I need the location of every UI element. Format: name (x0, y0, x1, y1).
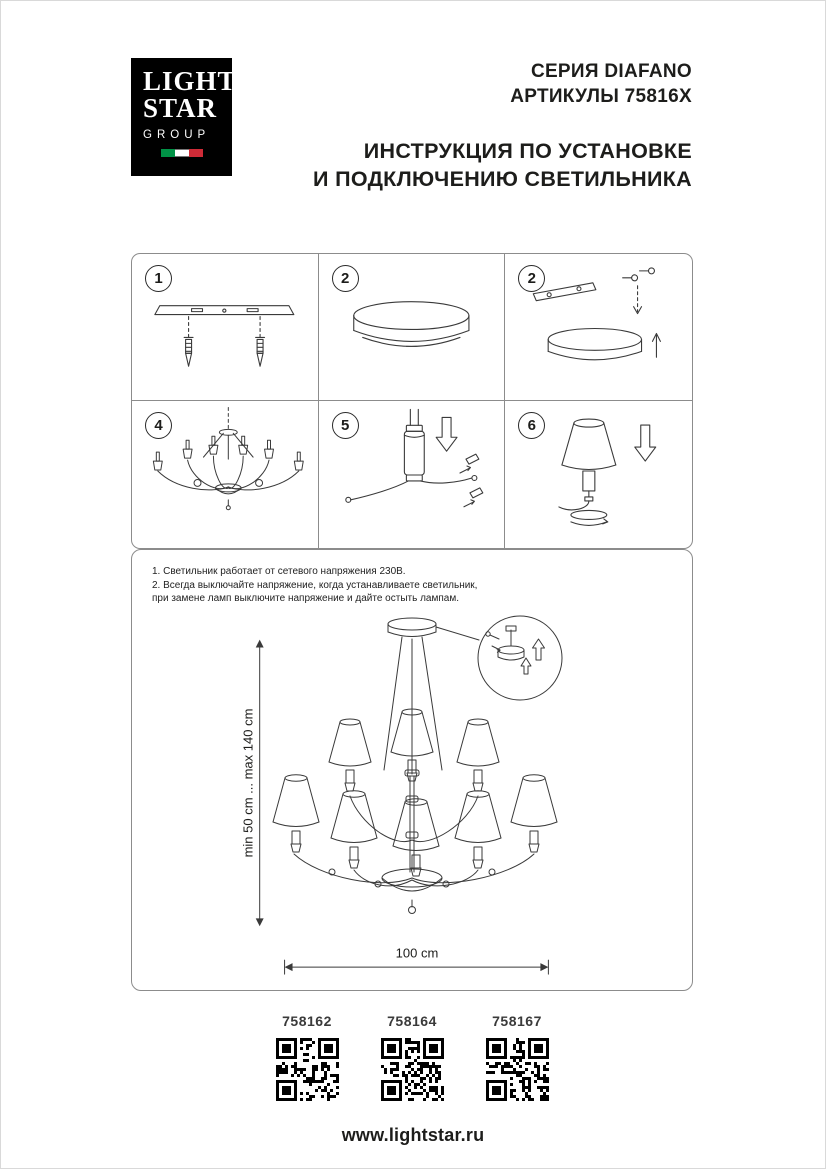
qr-code-icon (380, 1038, 444, 1101)
logo-word-star: STAR (143, 93, 218, 123)
lightstar-logo: LIGHT STAR GROUP (131, 58, 237, 176)
step-number-badge: 2 (331, 265, 359, 292)
product-code: 758167 (492, 1013, 542, 1029)
note-line-3: при замене ламп выключите напряжение и д… (152, 593, 459, 604)
note-line-2: 2. Всегда выключайте напряжение, когда у… (152, 579, 478, 591)
header-text: СЕРИЯ DIAFANO АРТИКУЛЫ 75816X ИНСТРУКЦИЯ… (313, 59, 692, 193)
step-1-illustration (154, 305, 295, 367)
step-5-illustration (344, 408, 484, 508)
width-dimension-label: 100 cm (395, 945, 439, 961)
diagram-panel: 1. Светильник работает от сетевого напря… (131, 549, 693, 991)
step-cell-2: 2 (318, 254, 506, 401)
step-4-illustration (152, 406, 304, 511)
product-block: 758162 (272, 1013, 342, 1101)
product-code: 758164 (387, 1013, 437, 1029)
product-block: 758167 (482, 1013, 552, 1101)
logo-word-light: LIGHT (143, 66, 237, 96)
qr-code-icon (275, 1038, 339, 1101)
safety-notes: 1. Светильник работает от сетевого напря… (152, 565, 477, 606)
qr-code-icon (485, 1038, 549, 1101)
step-cell-3: 2 (505, 254, 692, 401)
product-block: 758164 (377, 1013, 447, 1101)
instruction-title-line2: И ПОДКЛЮЧЕНИЮ СВЕТИЛЬНИКА (313, 167, 692, 191)
step-number-badge: 1 (145, 265, 172, 292)
series-title: СЕРИЯ DIAFANO (530, 61, 692, 82)
step-number-badge: 5 (331, 412, 359, 439)
step-cell-1: 1 (132, 254, 319, 401)
logo-word-group: GROUP (143, 129, 211, 141)
step-6-illustration (558, 418, 657, 526)
step-cell-4: 4 (132, 401, 319, 548)
website-url: www.lightstar.ru (341, 1125, 485, 1145)
detail-circle (477, 615, 563, 701)
articles-title: АРТИКУЛЫ 75816X (510, 86, 692, 107)
footer: www.lightstar.ru (1, 1125, 825, 1146)
step-number-badge: 6 (518, 412, 546, 439)
step-3-illustration (533, 267, 662, 361)
instruction-title-line1: ИНСТРУКЦИЯ ПО УСТАНОВКЕ (363, 139, 692, 163)
step-number-badge: 2 (518, 265, 546, 292)
step-cell-6: 6 (505, 401, 692, 548)
height-dimension-label: min 50 cm ... max 140 cm (240, 708, 256, 858)
chandelier-drawing (272, 615, 563, 914)
step-2-illustration (352, 301, 470, 347)
product-qr-row: 758162 758164 758167 (131, 1013, 693, 1101)
instruction-title: ИНСТРУКЦИЯ ПО УСТАНОВКЕ И ПОДКЛЮЧЕНИЮ СВ… (313, 137, 692, 193)
italian-flag-icon (161, 149, 203, 157)
dimension-lines (255, 639, 549, 975)
installation-steps-grid: 1 2 (131, 253, 693, 549)
note-line-1: 1. Светильник работает от сетевого напря… (152, 566, 406, 577)
step-number-badge: 4 (145, 412, 172, 439)
step-cell-5: 5 (319, 401, 506, 548)
product-code: 758162 (282, 1013, 332, 1029)
